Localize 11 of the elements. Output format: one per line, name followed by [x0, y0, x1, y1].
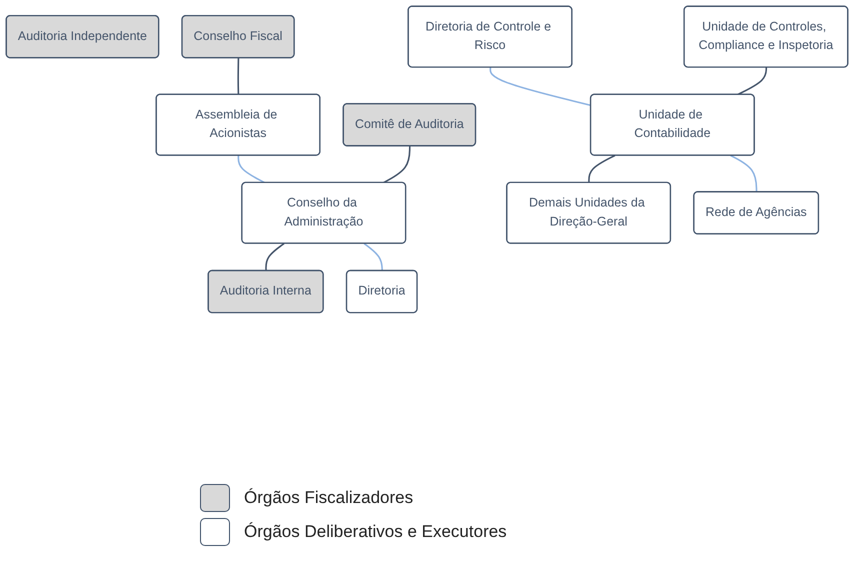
connector	[238, 155, 266, 184]
legend-label: Órgãos Deliberativos e Executores	[244, 522, 507, 542]
connector	[730, 154, 758, 192]
connector	[588, 154, 616, 183]
connector	[382, 146, 411, 184]
connector	[237, 58, 240, 95]
connector	[490, 67, 592, 106]
connector	[364, 242, 383, 271]
connector	[265, 242, 284, 271]
legend-label: Órgãos Fiscalizadores	[244, 488, 414, 508]
connector	[736, 67, 768, 96]
